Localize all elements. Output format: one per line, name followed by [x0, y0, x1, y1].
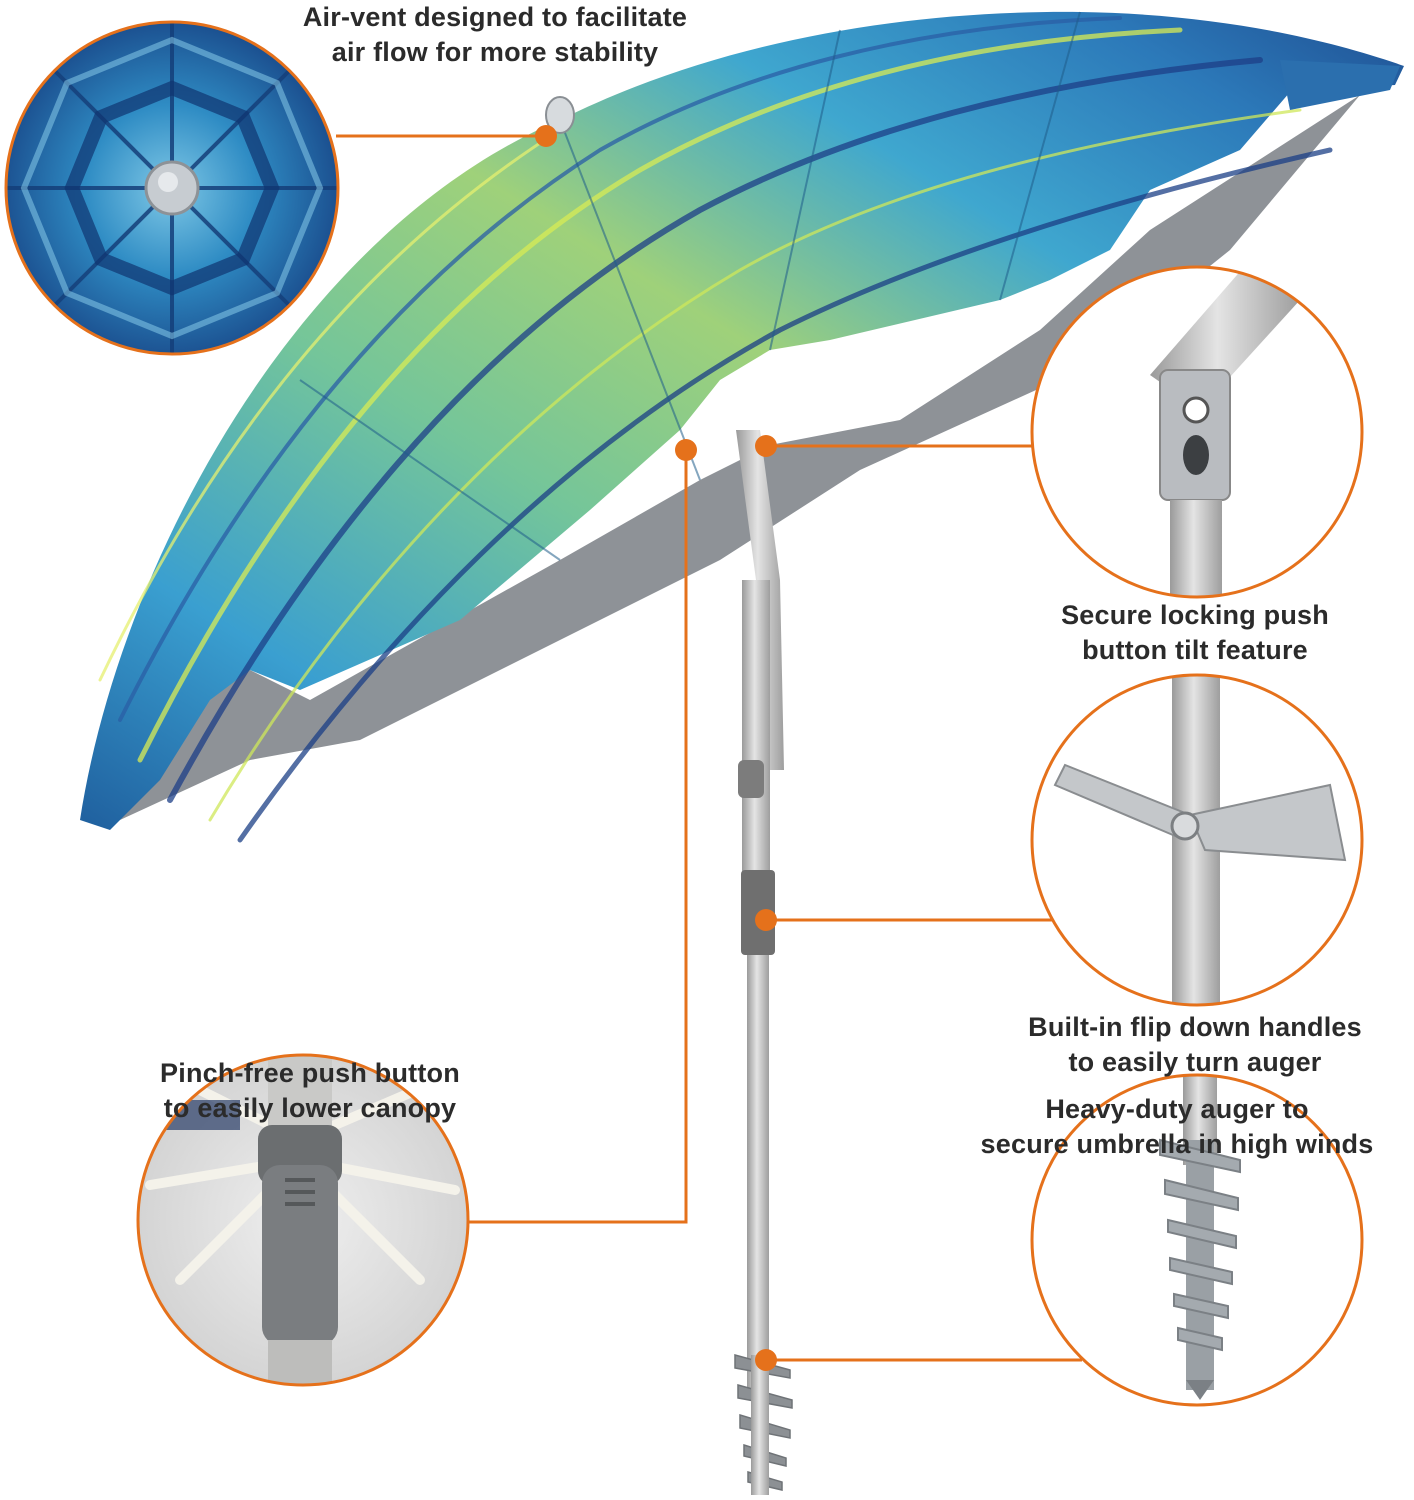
umbrella-pole [734, 430, 793, 1495]
umbrella-canopy [80, 11, 1404, 843]
caption-tilt-line1: Secure locking push [1061, 600, 1329, 630]
caption-handles-line1: Built-in flip down handles [1028, 1012, 1362, 1042]
caption-air-vent: Air-vent designed to facilitate air flow… [225, 0, 765, 70]
caption-auger: Heavy-duty auger to secure umbrella in h… [940, 1092, 1414, 1162]
caption-air-vent-line2: air flow for more stability [331, 37, 659, 67]
caption-pinch-line2: to easily lower canopy [163, 1093, 457, 1123]
callout-lines [336, 134, 1082, 1362]
callout-dot-handles [755, 909, 777, 931]
detail-circle-handles [1030, 673, 1364, 1007]
callout-dot-tilt [755, 435, 777, 457]
caption-auger-line2: secure umbrella in high winds [980, 1129, 1374, 1159]
caption-auger-line1: Heavy-duty auger to [1045, 1094, 1309, 1124]
caption-air-vent-line1: Air-vent designed to facilitate [302, 2, 688, 32]
callout-dots [535, 125, 777, 1371]
caption-pinch-free: Pinch-free push button to easily lower c… [110, 1056, 510, 1126]
detail-circle-air-vent [4, 20, 340, 356]
caption-tilt-line2: button tilt feature [1082, 635, 1308, 665]
callout-dot-pinch [675, 439, 697, 461]
callout-dot-vent [535, 125, 557, 147]
detail-circle-tilt [1030, 265, 1364, 599]
detail-circle-auger [1030, 1073, 1364, 1407]
callout-dot-auger [755, 1349, 777, 1371]
caption-handles: Built-in flip down handles to easily tur… [985, 1010, 1405, 1080]
detail-circle-pinch-free [136, 1053, 470, 1387]
caption-handles-line2: to easily turn auger [1068, 1047, 1322, 1077]
caption-pinch-line1: Pinch-free push button [160, 1058, 460, 1088]
caption-tilt: Secure locking push button tilt feature [1010, 598, 1380, 668]
